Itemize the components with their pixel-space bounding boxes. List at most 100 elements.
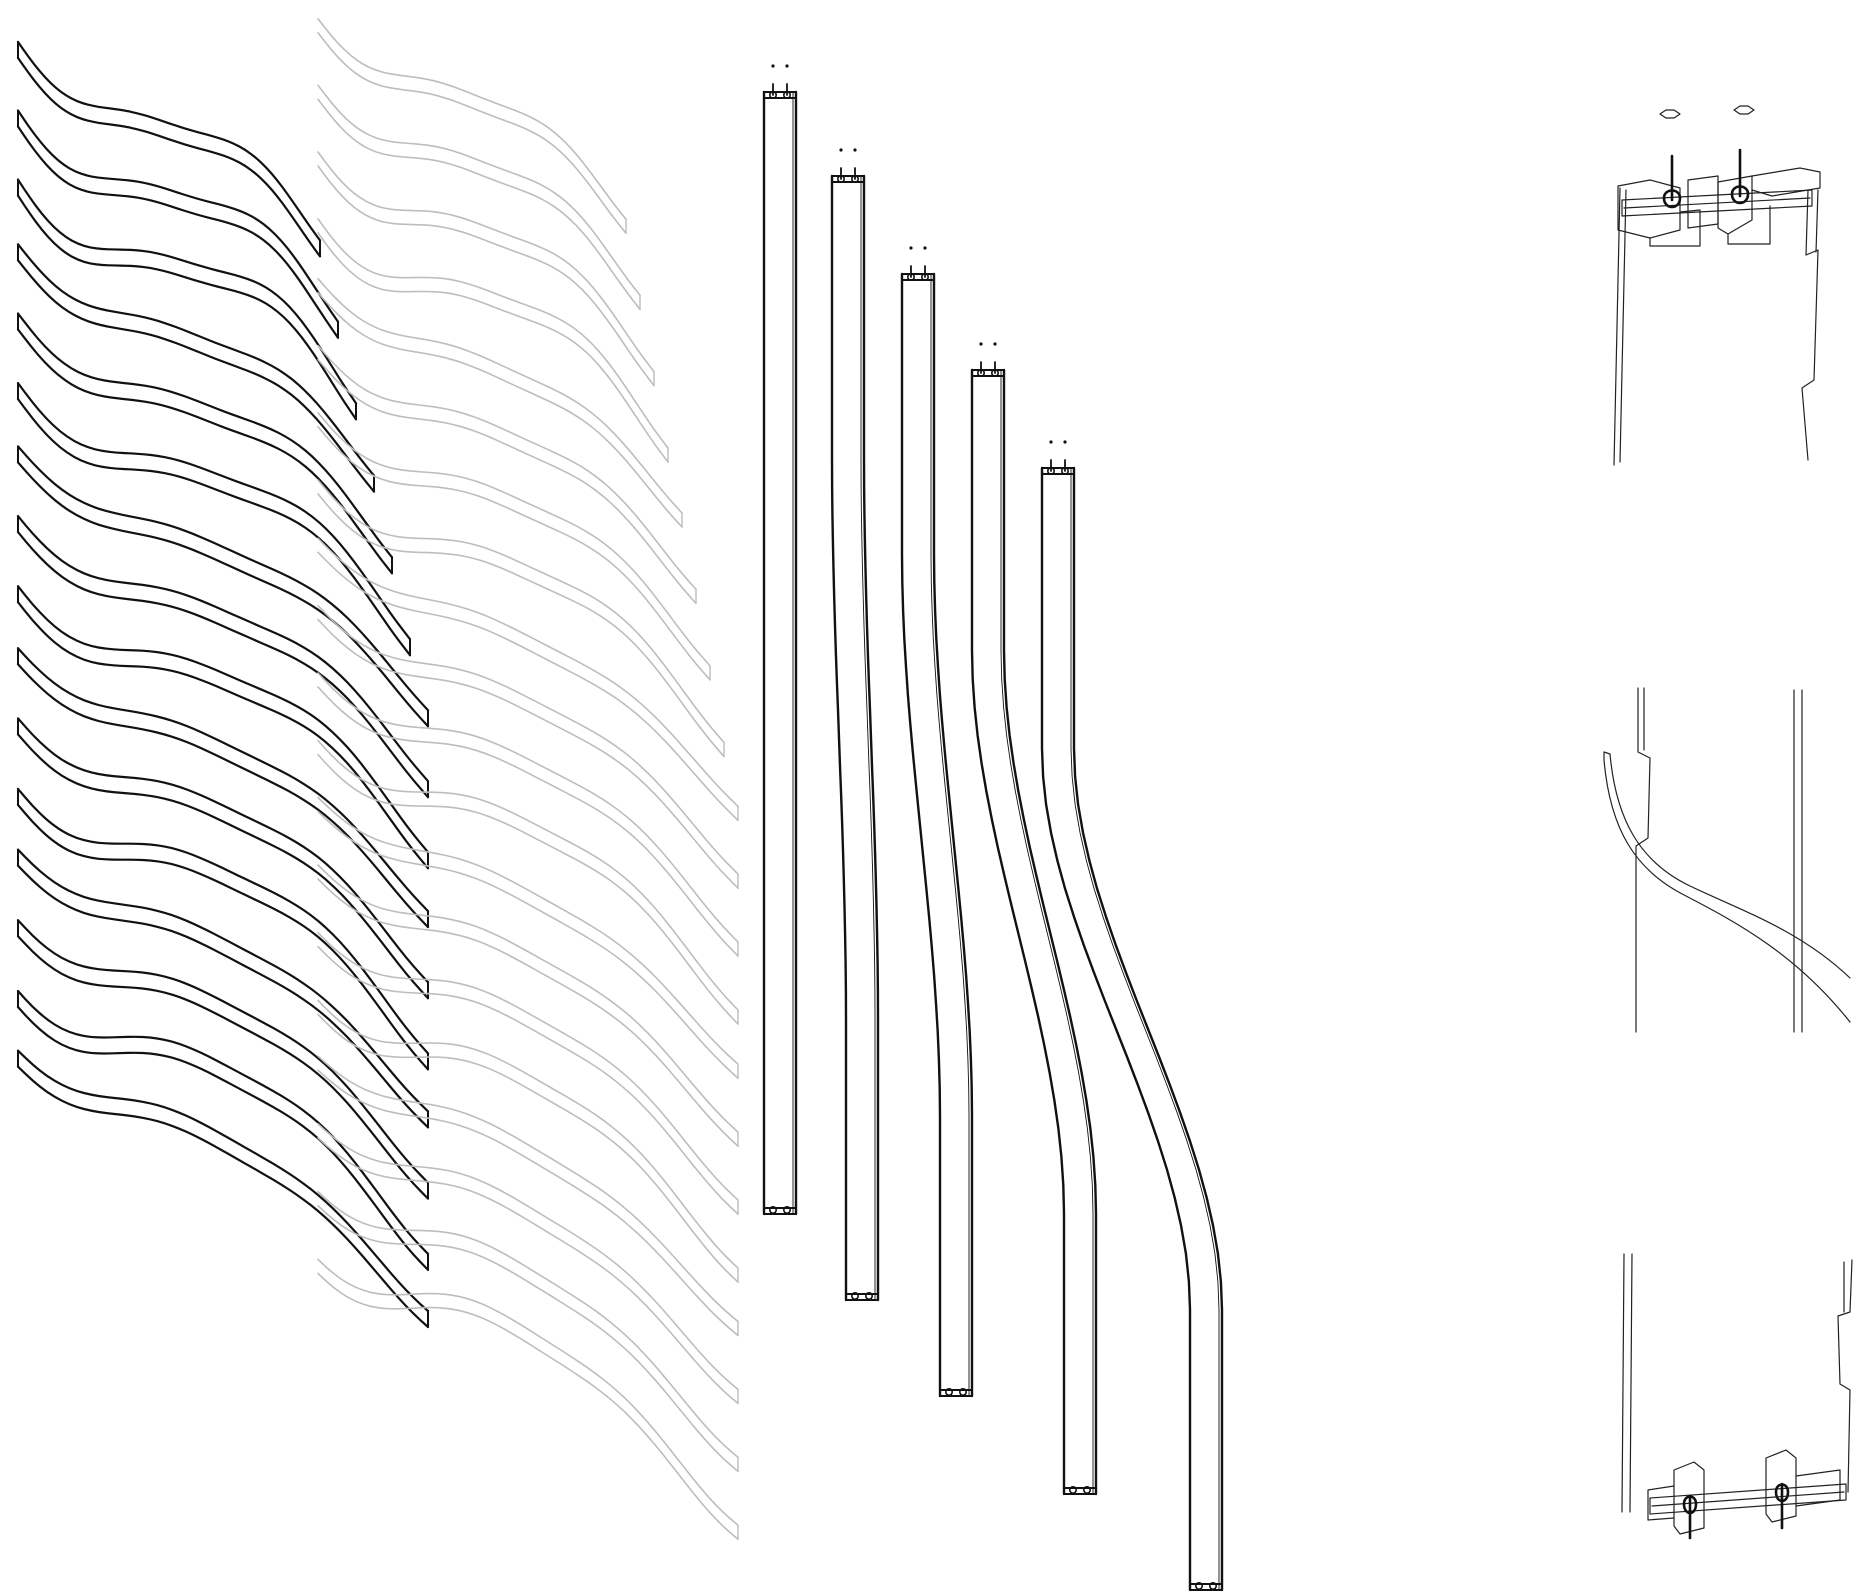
light-wave-ribbon [317,1258,739,1540]
detail-bottom-box-left-back [1647,1485,1675,1521]
ribbon-bottom-edge [317,686,739,957]
ribbon-top-edge [317,999,739,1269]
strip-top-cap [763,91,797,99]
ribbon-top-edge [16,848,430,1113]
ribbon-bottom-edge [16,259,376,493]
strip-bottom-cap [939,1389,973,1397]
strip-bottom-fastener [850,1292,859,1301]
detail-top-nut-right [1733,105,1755,115]
strip-bottom-fastener [1209,1582,1218,1591]
strip-loose-nut [1063,440,1067,444]
strip-top-cap [901,273,935,281]
vertical-strip [762,64,798,1216]
light-wave-ribbon [317,151,655,387]
ribbon-bottom-edge [16,935,430,1200]
ribbon-top-edge [16,243,376,477]
detail-mid-curve-inner [1603,759,1851,1023]
dark-wave-ribbon [16,919,430,1200]
ribbon-top-edge [317,672,739,943]
ribbon-top-edge [317,864,739,1133]
ribbon-bottom-edge [317,753,739,1025]
light-wave-ribbon [317,796,739,1079]
strip-thickness-line [1070,467,1220,1591]
ribbon-bottom-edge [317,878,739,1147]
vertical-strip [830,148,880,1302]
ribbon-top-edge [317,218,669,449]
detail-bottom-bolt-left [1682,1494,1698,1540]
ribbon-top-edge [16,178,358,405]
detail-top-left-edge [1613,187,1621,466]
ribbon-top-edge [16,312,394,559]
ribbon-bottom-edge [317,618,739,889]
strip-bottom-fastener [958,1388,967,1397]
ribbon-top-edge [16,382,412,641]
ribbon-bottom-edge [16,864,430,1129]
ribbon-bottom-edge [317,1204,739,1473]
strip-bottom-fastener [768,1206,777,1215]
strip-thickness-line [860,175,876,1301]
ribbon-top-edge [317,1190,739,1459]
ribbon-top-edge [16,445,430,712]
light-wave-ribbon [317,479,725,758]
detail-bottom-left-edge [1621,1253,1625,1513]
detail-bottom-box-right [1765,1449,1797,1523]
ribbon-bottom-edge [16,398,412,657]
ribbon-bottom-edge [317,98,641,311]
strip-loose-nut [839,148,843,152]
dark-wave-ribbon [16,243,376,493]
ribbon-top-edge [317,344,697,591]
ribbon-top-edge [317,796,739,1065]
detail-bottom-box-right-back [1795,1469,1841,1507]
detail-top-box-left [1617,179,1681,239]
detail-top-bar-inner [1623,197,1811,209]
detail-mid-curve-outer [1609,753,1851,979]
ribbon-bottom-edge [16,461,430,728]
dark-wave-ribbon [16,445,430,728]
ribbon-bottom-edge [317,1272,739,1540]
detail-top-right-edge-2 [1815,189,1819,253]
strip-bottom-fastener [1083,1486,1092,1495]
ribbon-top-edge [317,18,627,221]
ribbon-bottom-edge [16,803,430,1071]
light-wave-ribbon-stack [317,18,739,1540]
ribbon-top-edge [16,717,430,984]
strip-bottom-cap [763,1207,797,1215]
detail-mid-curve-cap [1603,751,1611,761]
strip-right-edge [1072,466,1224,1592]
strip-bottom-cap [845,1293,879,1301]
detail-top-bolt-left [1662,154,1682,209]
strip-loose-nut [785,64,789,68]
ribbon-bottom-edge [317,1137,739,1405]
strip-left-edge [900,272,942,1398]
detail-top-nut-left [1659,109,1681,119]
dark-wave-ribbon [16,40,322,258]
strip-bottom-fastener [1069,1486,1078,1495]
strip-loose-nut [979,342,983,346]
ribbon-bottom-edge [317,165,655,387]
light-wave-ribbon [317,999,739,1283]
detail-mid-left-edge [1635,687,1651,1033]
light-wave-ribbon [317,411,711,681]
dark-wave-ribbon [16,312,394,575]
ribbon-top-edge [317,604,739,875]
dark-wave-ribbon [16,109,340,339]
strip-loose-nut [909,246,913,250]
dark-wave-ribbon [16,989,430,1271]
dark-wave-ribbon [16,717,430,1000]
light-wave-ribbon [317,1123,739,1405]
strip-bottom-cap [1063,1487,1097,1495]
ribbon-top-edge [317,739,739,1011]
light-wave-ribbon [317,739,739,1025]
light-wave-ribbon [317,277,683,528]
strip-thickness-line [930,273,970,1397]
strip-right-edge [862,174,880,1302]
ribbon-top-edge [16,585,430,854]
strip-bottom-fastener [782,1206,791,1215]
ribbon-bottom-edge [317,425,711,681]
dark-wave-ribbon [16,848,430,1129]
ribbon-bottom-edge [317,493,725,758]
ribbon-top-edge [16,989,430,1255]
strip-loose-nut [993,342,997,346]
strip-thickness-line [1000,369,1094,1495]
